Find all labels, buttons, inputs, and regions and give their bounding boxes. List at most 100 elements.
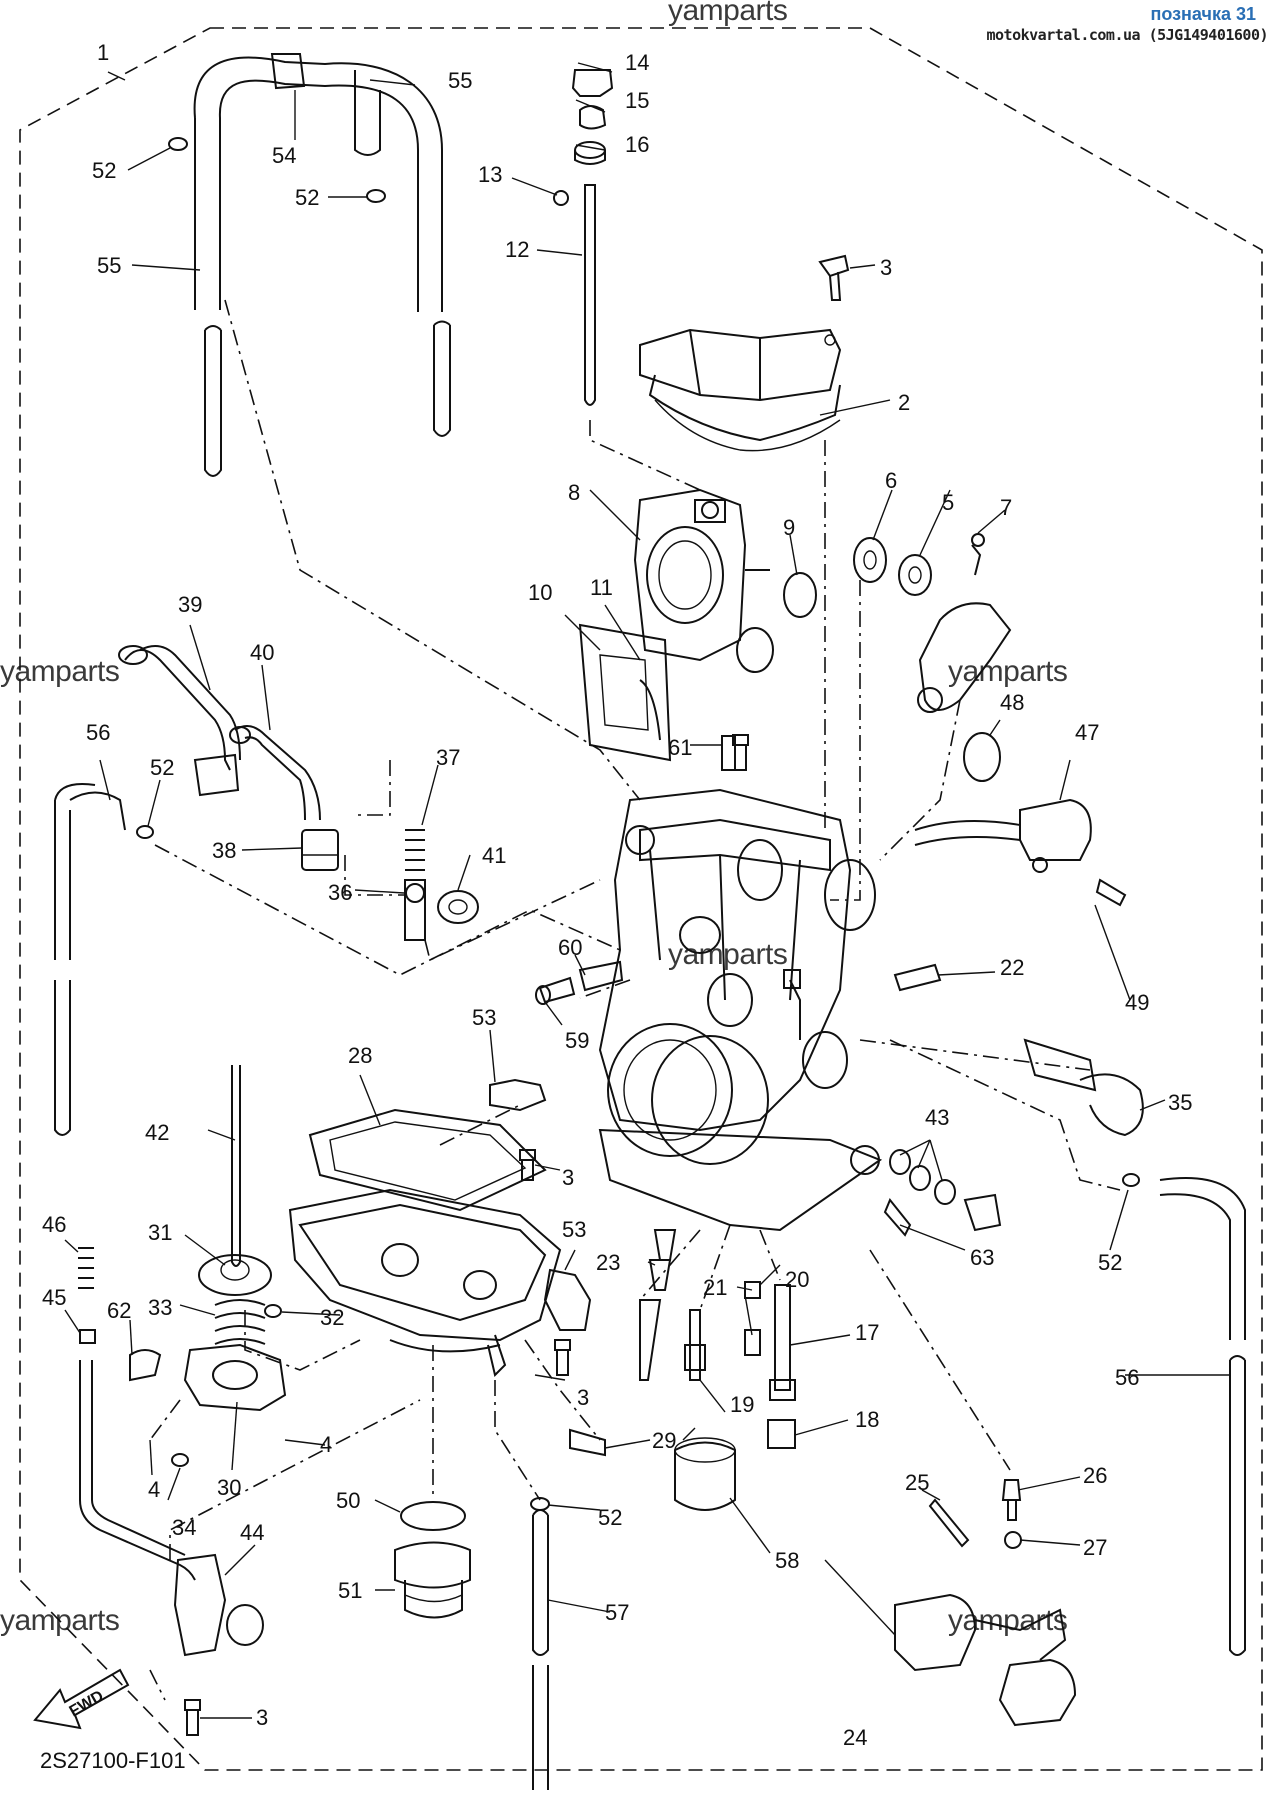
part-label-3: 3 bbox=[562, 1165, 574, 1190]
part-labels: 1 2 3 3 3 3 4 4 5 6 7 8 9 10 11 12 13 14… bbox=[42, 40, 1192, 1750]
part-label-53: 53 bbox=[562, 1217, 586, 1242]
part-label-11: 11 bbox=[590, 575, 613, 600]
part-label-43: 43 bbox=[925, 1105, 949, 1130]
part-label-40: 40 bbox=[250, 640, 274, 665]
part-label-9: 9 bbox=[783, 515, 795, 540]
part-label-62: 62 bbox=[107, 1298, 131, 1323]
part-label-41: 41 bbox=[482, 843, 506, 868]
part-label-24: 24 bbox=[843, 1725, 867, 1750]
part-label-23: 23 bbox=[596, 1250, 620, 1275]
valve-plate bbox=[578, 623, 672, 762]
part-label-61: 61 bbox=[668, 735, 692, 760]
part-label-60: 60 bbox=[558, 935, 582, 960]
part-label-1: 1 bbox=[97, 40, 109, 65]
part-label-32: 32 bbox=[320, 1305, 344, 1330]
vent-hoses bbox=[168, 53, 451, 477]
part-label-52: 52 bbox=[92, 158, 116, 183]
fuel-fittings bbox=[883, 1149, 1002, 1237]
part-label-59: 59 bbox=[565, 1028, 589, 1053]
watermark: yamparts bbox=[668, 938, 788, 971]
part-label-27: 27 bbox=[1083, 1535, 1107, 1560]
part-label-16: 16 bbox=[625, 132, 649, 157]
part-label-55: 55 bbox=[448, 68, 472, 93]
part-label-17: 17 bbox=[855, 1320, 879, 1345]
part-label-10: 10 bbox=[528, 580, 552, 605]
part-label-38: 38 bbox=[212, 838, 236, 863]
part-label-20: 20 bbox=[785, 1267, 809, 1292]
source-caption: motokvartal.com.ua (5JG149401600) bbox=[986, 26, 1268, 44]
part-label-56: 56 bbox=[86, 720, 110, 745]
connection-lines bbox=[149, 299, 1121, 1701]
part-label-3: 3 bbox=[880, 255, 892, 280]
part-label-26: 26 bbox=[1083, 1463, 1107, 1488]
jet-needle bbox=[553, 69, 614, 406]
starter-plunger bbox=[301, 829, 479, 941]
part-label-5: 5 bbox=[942, 490, 954, 515]
diagram-code: 2S27100-F101 bbox=[40, 1748, 186, 1773]
left-hoses bbox=[54, 645, 321, 1136]
part-label-47: 47 bbox=[1075, 720, 1099, 745]
part-label-50: 50 bbox=[336, 1488, 360, 1513]
jets bbox=[489, 1078, 796, 1457]
right-hose bbox=[1122, 1173, 1246, 1656]
part-label-25: 25 bbox=[905, 1470, 929, 1495]
assembly-boundary bbox=[19, 27, 1263, 1771]
float-bowl bbox=[288, 1108, 562, 1377]
part-label-4: 4 bbox=[148, 1477, 160, 1502]
part-label-35: 35 bbox=[1168, 1090, 1192, 1115]
part-label-29: 29 bbox=[652, 1428, 676, 1453]
part-label-52: 52 bbox=[295, 185, 319, 210]
part-label-55: 55 bbox=[97, 253, 121, 278]
part-label-34: 34 bbox=[172, 1515, 196, 1540]
part-label-53: 53 bbox=[472, 1005, 496, 1030]
part-label-48: 48 bbox=[1000, 690, 1024, 715]
part-label-3: 3 bbox=[256, 1705, 268, 1730]
part-label-28: 28 bbox=[348, 1043, 372, 1068]
part-label-52: 52 bbox=[1098, 1250, 1122, 1275]
part-label-31: 31 bbox=[148, 1220, 172, 1245]
part-label-30: 30 bbox=[217, 1475, 241, 1500]
side-fittings bbox=[535, 735, 1144, 1137]
part-label-8: 8 bbox=[568, 480, 580, 505]
part-label-6: 6 bbox=[885, 468, 897, 493]
part-label-58: 58 bbox=[775, 1548, 799, 1573]
throttle-cable bbox=[79, 1360, 264, 1657]
watermark: yamparts bbox=[948, 1604, 1068, 1637]
part-label-52: 52 bbox=[598, 1505, 622, 1530]
watermark: yamparts bbox=[668, 0, 788, 27]
part-label-63: 63 bbox=[970, 1245, 994, 1270]
part-label-37: 37 bbox=[436, 745, 460, 770]
part-label-19: 19 bbox=[730, 1392, 754, 1417]
part-label-45: 45 bbox=[42, 1285, 66, 1310]
part-label-57: 57 bbox=[605, 1600, 629, 1625]
part-label-56: 56 bbox=[1115, 1365, 1139, 1390]
watermark: yamparts bbox=[948, 655, 1068, 688]
fwd-label: FWD bbox=[67, 1688, 107, 1721]
drain-hose bbox=[530, 1497, 550, 1790]
drain-plug bbox=[394, 1501, 471, 1619]
part-label-49: 49 bbox=[1125, 990, 1149, 1015]
part-label-4: 4 bbox=[320, 1432, 332, 1457]
throttle-sensor bbox=[914, 732, 1127, 907]
part-label-2: 2 bbox=[898, 390, 910, 415]
part-label-14: 14 bbox=[625, 50, 649, 75]
part-label-21: 21 bbox=[703, 1275, 727, 1300]
throttle-lever bbox=[853, 533, 1012, 713]
part-label-12: 12 bbox=[505, 237, 529, 262]
carburetor-body bbox=[598, 788, 883, 1232]
part-label-3: 3 bbox=[577, 1385, 589, 1410]
part-label-22: 22 bbox=[1000, 955, 1024, 980]
part-label-44: 44 bbox=[240, 1520, 264, 1545]
page-title: позначка 31 bbox=[1150, 4, 1256, 24]
part-label-15: 15 bbox=[625, 88, 649, 113]
part-label-36: 36 bbox=[328, 880, 352, 905]
part-label-7: 7 bbox=[1000, 495, 1012, 520]
screws bbox=[184, 254, 850, 1736]
fwd-arrow: FWD bbox=[33, 1668, 130, 1730]
part-label-18: 18 bbox=[855, 1407, 879, 1432]
part-label-52: 52 bbox=[150, 755, 174, 780]
part-label-39: 39 bbox=[178, 592, 202, 617]
part-label-42: 42 bbox=[145, 1120, 169, 1145]
part-label-33: 33 bbox=[148, 1295, 172, 1320]
